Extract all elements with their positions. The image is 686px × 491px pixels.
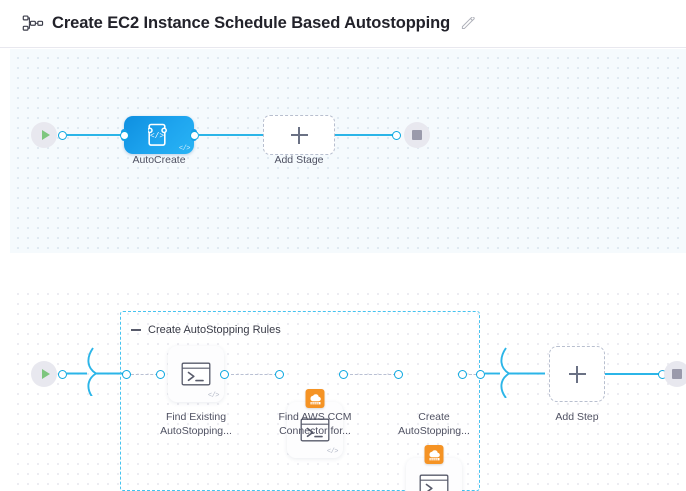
autocreate-input-dot[interactable] (120, 130, 129, 140)
terminal-shell-icon (181, 362, 211, 386)
template-code-icon: </> (148, 123, 167, 146)
terminal-shell-icon (419, 474, 449, 491)
stage-node-autocreate[interactable]: </> </> (121, 116, 197, 154)
add-stage-label: Add Stage (274, 154, 324, 166)
link-group-to-addstep (485, 347, 545, 398)
stage-end-connector-dot[interactable] (392, 130, 401, 140)
svg-text:</>: </> (150, 133, 164, 141)
step3-label-line1: Create (418, 411, 450, 423)
step2-input-dot[interactable] (275, 369, 284, 379)
aws-cloud-glyph (428, 449, 440, 460)
stage-code-badge: </> (178, 145, 191, 153)
step2-code-badge: </> (326, 448, 339, 456)
link-addstage-to-end (335, 134, 395, 136)
group-output-dot[interactable] (476, 369, 485, 379)
aws-ccm-icon (424, 445, 444, 464)
step2-label-line1: Find AWS CCM (278, 411, 352, 423)
link-step3-to-group-exit (469, 374, 481, 375)
play-icon (41, 130, 50, 140)
add-stage-button[interactable] (263, 115, 335, 155)
step2-output-dot[interactable] (339, 369, 348, 379)
link-start-to-autocreate (66, 134, 125, 136)
aws-ccm-icon (305, 389, 325, 408)
stop-icon (672, 369, 682, 379)
add-step-label: Add Step (555, 411, 599, 423)
page-header: Create EC2 Instance Schedule Based Autos… (0, 0, 686, 48)
step-node-find-existing-autostopping[interactable]: </> (168, 346, 224, 402)
stage-node-label: AutoCreate (132, 154, 186, 166)
link-step1-to-step2 (231, 374, 277, 375)
step1-label-line1: Find Existing (165, 411, 227, 423)
link-step2-to-step3 (350, 374, 396, 375)
link-start-to-group (66, 347, 126, 396)
pipeline-nodes-icon (22, 14, 44, 31)
stage-group-header[interactable]: Create AutoStopping Rules (131, 324, 281, 336)
step3-label-line2: AutoStopping... (398, 425, 470, 437)
aws-cloud-glyph (309, 393, 321, 404)
step3-output-dot[interactable] (458, 369, 467, 379)
minus-icon[interactable] (131, 329, 141, 331)
page-title: Create EC2 Instance Schedule Based Autos… (52, 14, 451, 32)
step-node-create-autostopping[interactable]: </> (406, 445, 462, 491)
plus-icon (568, 365, 586, 383)
stage-group-title: Create AutoStopping Rules (148, 324, 281, 336)
stage-canvas[interactable]: </> </> AutoCreate Add Stage (10, 49, 686, 253)
stop-icon (412, 130, 422, 140)
group-input-dot[interactable] (122, 369, 131, 379)
link-group-to-step1 (131, 374, 158, 375)
step2-label-line2: Connector for... (279, 425, 351, 437)
step3-input-dot[interactable] (394, 369, 403, 379)
step-start-node[interactable] (31, 361, 57, 387)
step1-output-dot[interactable] (220, 369, 229, 379)
step1-code-badge: </> (207, 392, 220, 400)
link-addstep-to-end (605, 373, 663, 375)
step1-label-line2: AutoStopping... (160, 425, 232, 437)
plus-icon (290, 126, 308, 144)
step-node-find-aws-ccm-connector[interactable]: </> (287, 389, 343, 458)
step-end-node[interactable] (664, 361, 686, 387)
step1-input-dot[interactable] (156, 369, 165, 379)
step-canvas[interactable]: Create AutoStopping Rules </> Find Exist… (10, 286, 686, 491)
play-icon (41, 369, 50, 379)
stage-end-node[interactable] (404, 122, 430, 148)
add-step-button[interactable] (549, 346, 605, 402)
pencil-edit-icon[interactable] (461, 16, 475, 31)
terminal-shell-icon (300, 418, 330, 442)
link-autocreate-to-addstage (198, 134, 264, 136)
stage-start-node[interactable] (31, 122, 57, 148)
